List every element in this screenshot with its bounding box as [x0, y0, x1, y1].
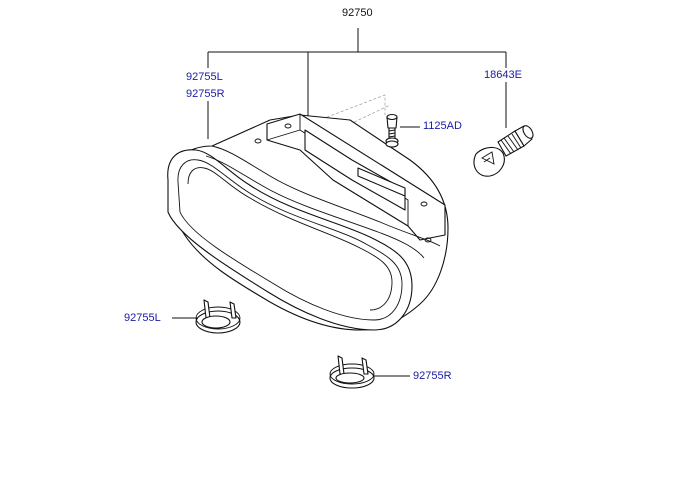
callout-bulb[interactable]: 18643E	[484, 69, 522, 81]
callout-screw[interactable]: 1125AD	[423, 120, 462, 132]
cap-right-part	[329, 355, 410, 389]
lamp-housing	[167, 94, 449, 331]
assembly-number-label[interactable]: 92750	[342, 7, 373, 19]
cap-left-part	[172, 299, 241, 334]
bulb-part	[473, 125, 534, 177]
callout-cap-left[interactable]: 92755L	[124, 312, 161, 324]
screw-part	[385, 113, 420, 148]
callout-lamp-left[interactable]: 92755L	[186, 71, 223, 83]
callout-cap-right[interactable]: 92755R	[413, 370, 452, 382]
callout-lamp-right[interactable]: 92755R	[186, 88, 225, 100]
assembly-leader-lines	[207, 28, 507, 139]
